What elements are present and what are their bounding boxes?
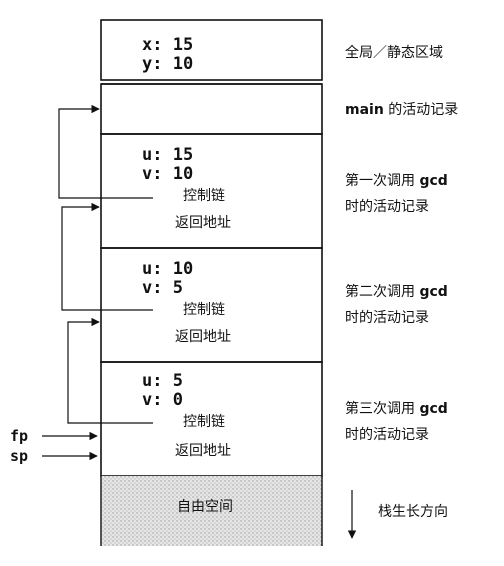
fp-label: fp: [10, 427, 28, 445]
global-var-x: x: 15: [142, 35, 193, 55]
gcd2-var-v: v: 5: [142, 278, 183, 298]
gcd1-label-line2: 时的活动记录: [345, 199, 429, 215]
gcd1-var-v: v: 10: [142, 164, 193, 184]
gcd3-label-func: gcd: [419, 401, 447, 417]
main-label-func: main: [345, 102, 384, 118]
frame-gcd3: u: 5 v: 0 控制链 返回地址 第三次调用 gcd 时的活动记录: [100, 361, 448, 477]
frame-free-space: 自由空间: [100, 476, 323, 546]
gcd1-control-link: 控制链: [183, 188, 225, 204]
gcd2-control-link: 控制链: [183, 302, 225, 318]
gcd1-label-line1: 第一次调用 gcd: [345, 172, 448, 189]
control-link-arrow-gcd2: [61, 202, 153, 311]
gcd3-control-link: 控制链: [183, 414, 225, 430]
global-var-y: y: 10: [142, 54, 193, 74]
frame-global: x: 15 y: 10 全局／静态区域: [100, 19, 443, 81]
gcd2-label-line1: 第二次调用 gcd: [345, 283, 448, 300]
gcd1-var-u: u: 15: [142, 145, 193, 165]
gcd3-label-line1: 第三次调用 gcd: [345, 400, 448, 417]
global-label: 全局／静态区域: [345, 44, 443, 61]
main-label-text: 的活动记录: [384, 102, 458, 118]
free-space-fill: [101, 476, 322, 546]
sp-label: sp: [10, 447, 28, 465]
growth-direction-label: 栈生长方向: [378, 504, 448, 520]
gcd3-label-text: 第三次调用: [345, 400, 419, 417]
gcd3-label-line2: 时的活动记录: [345, 427, 429, 443]
gcd1-label-func: gcd: [419, 173, 447, 189]
gcd1-return-address: 返回地址: [175, 215, 231, 231]
main-label: main 的活动记录: [345, 102, 458, 118]
gcd3-var-u: u: 5: [142, 371, 183, 391]
free-space-label: 自由空间: [177, 499, 233, 515]
gcd1-label-text: 第一次调用: [345, 172, 419, 189]
gcd2-label-func: gcd: [419, 284, 447, 300]
control-link-arrow-gcd3: [67, 317, 153, 424]
gcd2-return-address: 返回地址: [175, 329, 231, 345]
frame-main: main 的活动记录: [100, 83, 458, 135]
main-box: [100, 83, 323, 135]
gcd3-var-v: v: 0: [142, 390, 183, 410]
gcd3-return-address: 返回地址: [175, 443, 231, 459]
gcd2-label-text: 第二次调用: [345, 283, 419, 300]
gcd2-var-u: u: 10: [142, 259, 193, 279]
global-box: [100, 19, 323, 81]
frame-gcd2: u: 10 v: 5 控制链 返回地址 第二次调用 gcd 时的活动记录: [100, 247, 448, 363]
frame-gcd1: u: 15 v: 10 控制链 返回地址 第一次调用 gcd 时的活动记录: [100, 133, 448, 249]
control-link-arrow-gcd1: [58, 104, 153, 199]
gcd2-label-line2: 时的活动记录: [345, 310, 429, 326]
